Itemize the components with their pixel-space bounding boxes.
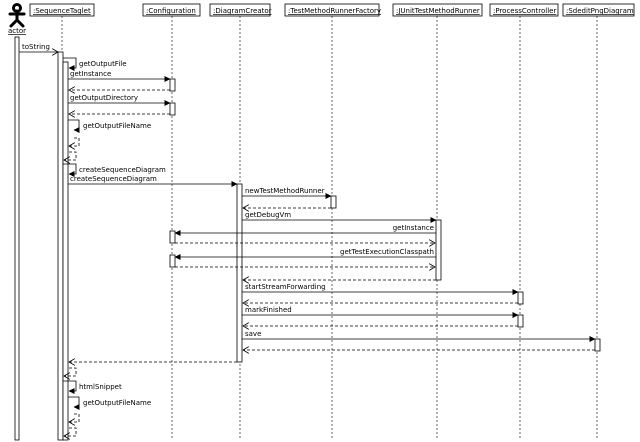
object-label-configuration: :Configuration xyxy=(146,7,196,15)
message-label-mark-finished: markFinished xyxy=(245,306,292,314)
return-arrow-get-output-file-name-1 xyxy=(69,137,80,146)
activation-sequence-taglet-nested xyxy=(62,61,69,441)
message-label-get-output-file-name-2: getOutputFileName xyxy=(83,399,151,407)
message-arrow-get-output-file-name-2 xyxy=(68,396,80,410)
activation-configuration-2 xyxy=(169,102,176,116)
message-label-get-instance-2: getInstance xyxy=(393,224,434,232)
activation-configuration-1 xyxy=(169,78,176,92)
message-label-html-snippet: htmlSnippet xyxy=(79,383,122,391)
message-label-save: save xyxy=(245,330,261,338)
activation-process-controller-1 xyxy=(517,291,524,305)
message-label-get-instance-1: getInstance xyxy=(70,70,111,78)
activation-junit-test-method-runner xyxy=(435,219,442,281)
actor-label: actor xyxy=(8,27,26,35)
message-arrow-get-output-file-name-1 xyxy=(68,119,80,133)
return-arrow-get-output-file-name-2 xyxy=(69,413,80,422)
activation-sequence-taglet xyxy=(57,51,64,441)
message-label-start-stream-forwarding: startStreamForwarding xyxy=(245,283,326,291)
message-label-get-test-execution-classpath: getTestExecutionClasspath xyxy=(340,248,434,256)
actor-right-leg xyxy=(15,18,25,28)
activation-actor xyxy=(14,36,20,441)
object-label-sdedit-png-diagram: :SdeditPngDiagram xyxy=(566,7,634,15)
message-label-create-sequence-diagram: createSequenceDiagram xyxy=(70,175,157,183)
activation-diagram-creator xyxy=(236,183,243,363)
message-label-get-debug-vm: getDebugVm xyxy=(245,211,291,219)
object-label-junit-test-method-runner: :JUnitTestMethodRunner xyxy=(396,7,480,15)
activation-configuration-4 xyxy=(169,254,176,268)
message-label-to-string: toString xyxy=(22,43,50,51)
object-box-junit-test-method-runner xyxy=(392,3,483,17)
message-label-get-output-directory: getOutputDirectory xyxy=(70,94,138,102)
activation-configuration-3 xyxy=(169,230,176,244)
message-arrow-create-sequence-diagram-self xyxy=(63,163,77,177)
activation-process-controller-2 xyxy=(517,314,524,328)
message-arrow-html-snippet xyxy=(63,380,77,394)
return-arrow-get-output-file xyxy=(64,151,77,160)
activation-test-method-runner-factory xyxy=(330,195,337,209)
object-label-sequence-taglet: :SequenceTaglet xyxy=(33,7,91,15)
object-label-test-method-runner-factory: :TestMethodRunnerFactory xyxy=(288,7,381,15)
actor: actor xyxy=(8,3,26,35)
return-arrow-html-snippet xyxy=(64,427,77,436)
object-label-process-controller: :ProcessController xyxy=(493,7,556,15)
return-arrow-create-sequence-diagram-self xyxy=(64,367,77,376)
message-label-new-test-method-runner: newTestMethodRunner xyxy=(245,187,325,195)
message-label-create-sequence-diagram-self: createSequenceDiagram xyxy=(79,166,166,174)
object-label-diagram-creator: :DiagramCreator xyxy=(213,7,272,15)
message-label-get-output-file-name-1: getOutputFileName xyxy=(83,122,151,130)
object-box-configuration xyxy=(142,3,201,17)
object-box-process-controller xyxy=(489,3,559,17)
message-arrow-get-output-file xyxy=(63,57,77,71)
object-box-sdedit-png-diagram xyxy=(562,3,635,17)
message-label-get-output-file: getOutputFile xyxy=(79,60,127,68)
activation-sdedit-png-diagram xyxy=(594,338,601,352)
